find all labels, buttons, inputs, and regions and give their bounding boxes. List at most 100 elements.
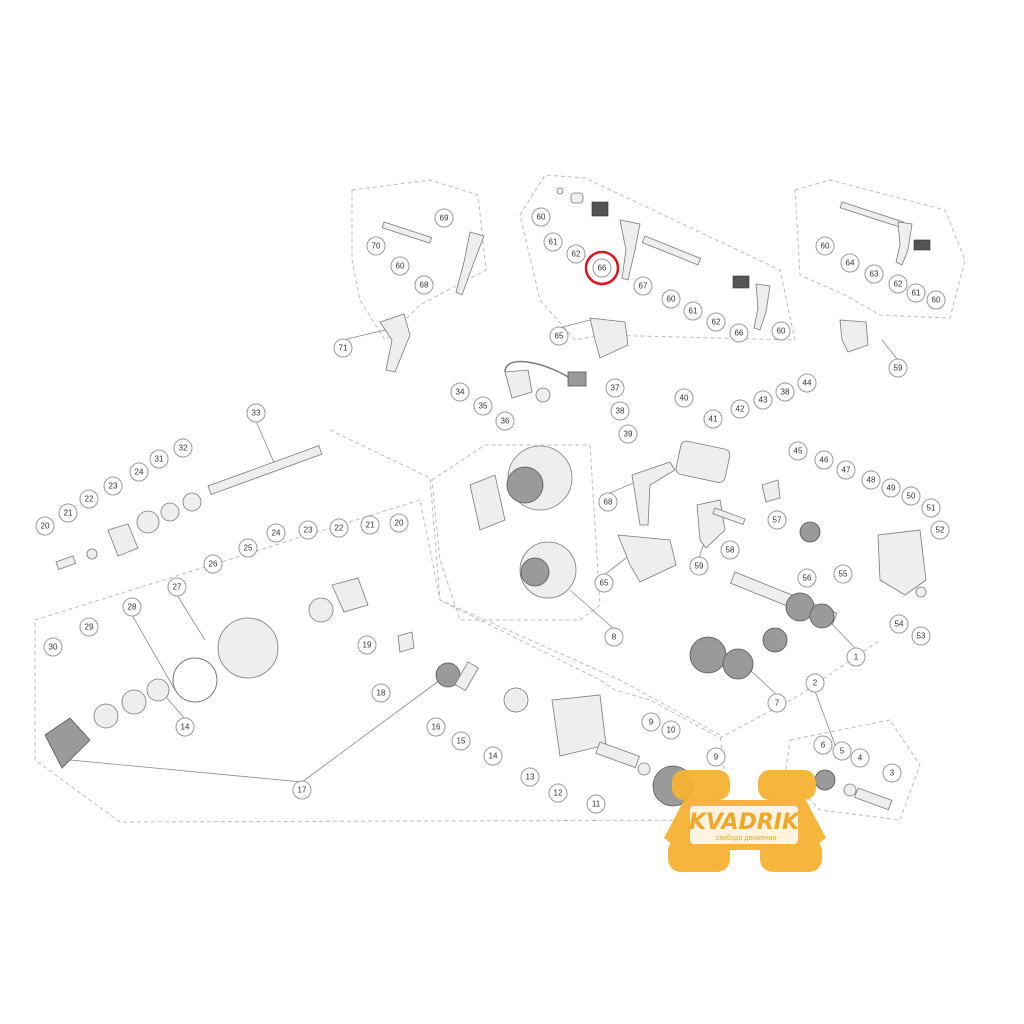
callout-c-34[interactable]: 34 [450,382,470,402]
callout-c-57[interactable]: 57 [767,510,787,530]
callout-c-26[interactable]: 26 [203,554,223,574]
callout-c-70[interactable]: 70 [366,236,386,256]
callout-c-61-a[interactable]: 61 [543,232,563,252]
callout-c-2[interactable]: 2 [805,673,825,693]
callout-c-12[interactable]: 12 [548,783,568,803]
callout-c-36[interactable]: 36 [495,411,515,431]
callout-c-14-a[interactable]: 14 [175,717,195,737]
callout-number: 7 [775,699,780,708]
callout-c-18[interactable]: 18 [371,683,391,703]
callout-c-67[interactable]: 67 [633,276,653,296]
callout-c-69[interactable]: 69 [434,208,454,228]
selected-part-highlight [584,250,620,286]
callout-c-16[interactable]: 16 [426,717,446,737]
callout-c-19[interactable]: 19 [357,635,377,655]
callout-c-38-b[interactable]: 38 [775,382,795,402]
callout-c-51[interactable]: 51 [921,498,941,518]
callout-c-27[interactable]: 27 [167,577,187,597]
callout-c-4[interactable]: 4 [850,748,870,768]
callout-c-11[interactable]: 11 [586,794,606,814]
callout-c-15[interactable]: 15 [451,731,471,751]
callout-c-65-b[interactable]: 65 [594,573,614,593]
callout-c-61-b[interactable]: 61 [683,301,703,321]
callout-c-21-b[interactable]: 21 [360,515,380,535]
callout-c-63[interactable]: 63 [864,264,884,284]
callout-c-59-b[interactable]: 59 [689,556,709,576]
callout-c-46[interactable]: 46 [814,450,834,470]
callout-c-49[interactable]: 49 [881,478,901,498]
callout-bubble [888,358,908,378]
callout-c-60-a[interactable]: 60 [531,207,551,227]
callout-c-25[interactable]: 25 [238,538,258,558]
callout-c-22-b[interactable]: 22 [329,518,349,538]
callout-c-60-c[interactable]: 60 [771,321,791,341]
callout-c-39[interactable]: 39 [618,424,638,444]
callout-bubble [266,523,286,543]
callout-c-17[interactable]: 17 [292,780,312,800]
callout-c-38-a[interactable]: 38 [610,401,630,421]
callout-c-52[interactable]: 52 [930,520,950,540]
callout-c-24-b[interactable]: 24 [266,523,286,543]
callout-c-54[interactable]: 54 [889,614,909,634]
callout-c-58[interactable]: 58 [720,540,740,560]
callout-c-44[interactable]: 44 [797,373,817,393]
callout-c-20-b[interactable]: 20 [389,513,409,533]
callout-c-14-b[interactable]: 14 [483,746,503,766]
callout-c-8[interactable]: 8 [604,627,624,647]
callout-c-9-b[interactable]: 9 [706,747,726,767]
callout-number: 2 [813,679,818,688]
callout-c-62-c[interactable]: 62 [888,274,908,294]
callout-c-50[interactable]: 50 [901,486,921,506]
callout-bubble [797,373,817,393]
callout-c-68-b[interactable]: 68 [598,492,618,512]
callout-c-66-b[interactable]: 66 [729,323,749,343]
callout-c-65-a[interactable]: 65 [549,326,569,346]
callout-c-56[interactable]: 56 [797,568,817,588]
callout-c-37[interactable]: 37 [605,378,625,398]
callout-c-60-e[interactable]: 60 [815,236,835,256]
callout-c-60-b[interactable]: 60 [661,289,681,309]
callout-c-48[interactable]: 48 [861,470,881,490]
callout-c-3[interactable]: 3 [882,763,902,783]
callout-c-5[interactable]: 5 [832,741,852,761]
callout-c-53[interactable]: 53 [911,626,931,646]
callout-c-62-a[interactable]: 62 [566,244,586,264]
callout-c-68-a[interactable]: 68 [414,275,434,295]
callout-c-10[interactable]: 10 [661,720,681,740]
callout-c-45[interactable]: 45 [788,441,808,461]
callout-c-31[interactable]: 31 [149,449,169,469]
callout-c-28[interactable]: 28 [122,597,142,617]
callout-c-24-a[interactable]: 24 [129,462,149,482]
callout-c-66-a[interactable]: 66 [592,258,612,278]
callout-c-21-a[interactable]: 21 [58,503,78,523]
callout-c-43[interactable]: 43 [753,390,773,410]
callout-c-32[interactable]: 32 [173,438,193,458]
callout-c-20-a[interactable]: 20 [35,516,55,536]
callout-c-30[interactable]: 30 [43,637,63,657]
callout-c-40[interactable]: 40 [674,388,694,408]
callout-c-13[interactable]: 13 [520,767,540,787]
logo-plate [690,806,798,844]
callout-c-71[interactable]: 71 [333,338,353,358]
callout-c-47[interactable]: 47 [836,460,856,480]
callout-c-6[interactable]: 6 [813,735,833,755]
callout-c-42[interactable]: 42 [730,399,750,419]
callout-c-35[interactable]: 35 [473,396,493,416]
callout-c-9-a[interactable]: 9 [641,712,661,732]
callout-c-41[interactable]: 41 [703,409,723,429]
callout-c-23-a[interactable]: 23 [103,476,123,496]
callout-c-64[interactable]: 64 [840,253,860,273]
callout-c-59-a[interactable]: 59 [888,358,908,378]
callout-c-29[interactable]: 29 [79,617,99,637]
callout-c-61-c[interactable]: 61 [906,283,926,303]
callout-c-33[interactable]: 33 [246,403,266,423]
callout-c-7[interactable]: 7 [767,693,787,713]
callout-c-60-d[interactable]: 60 [390,256,410,276]
callout-c-1[interactable]: 1 [846,647,866,667]
callout-c-55[interactable]: 55 [833,564,853,584]
callout-c-22-a[interactable]: 22 [79,489,99,509]
callout-c-60-f[interactable]: 60 [926,290,946,310]
callout-number: 35 [479,402,488,411]
callout-c-62-b[interactable]: 62 [706,312,726,332]
callout-c-23-b[interactable]: 23 [298,520,318,540]
